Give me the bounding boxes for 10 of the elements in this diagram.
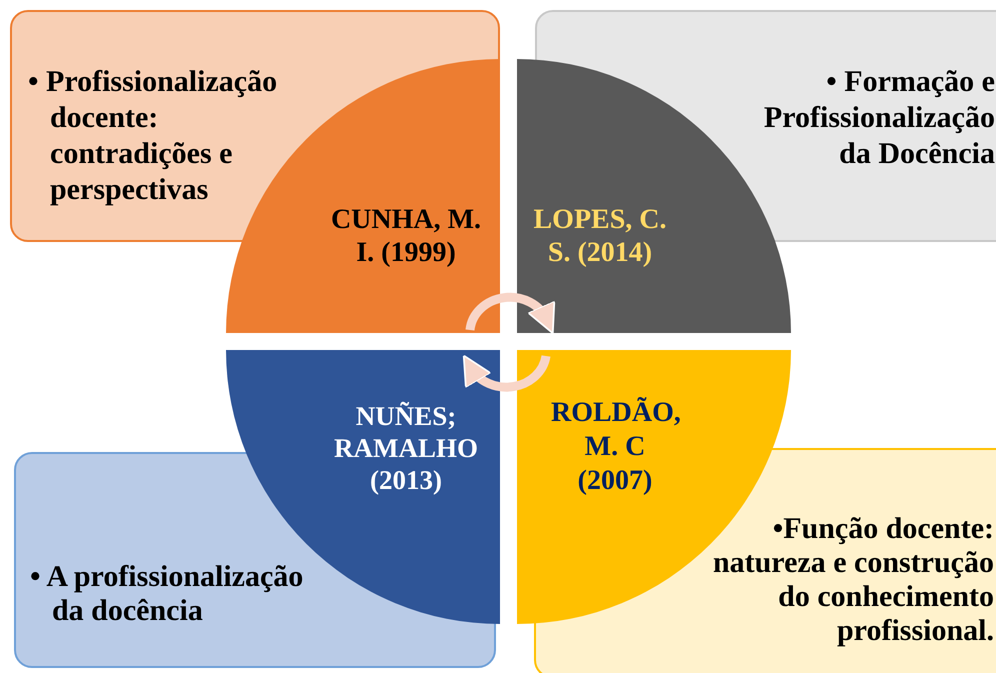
topic-text: • Profissionalização docente: contradições e perspectivas <box>28 64 278 208</box>
topic-text: • A profissionalização da docência <box>30 560 304 628</box>
author-citation: LOPES, C. S. (2014) <box>532 203 668 269</box>
cycle-arrow <box>466 292 555 334</box>
cycle-arrow <box>462 355 550 392</box>
author-citation: ROLDÃO, M. C (2007) <box>551 396 679 498</box>
topic-text: •Função docente: natureza e construção do conhecimento profissional. <box>712 512 994 648</box>
author-citation: CUNHA, M. I. (1999) <box>330 203 482 269</box>
author-citation: NUÑES; RAMALHO (2013) <box>333 400 479 496</box>
topic-text: • Formação e Profissionalização da Docência <box>762 64 995 172</box>
